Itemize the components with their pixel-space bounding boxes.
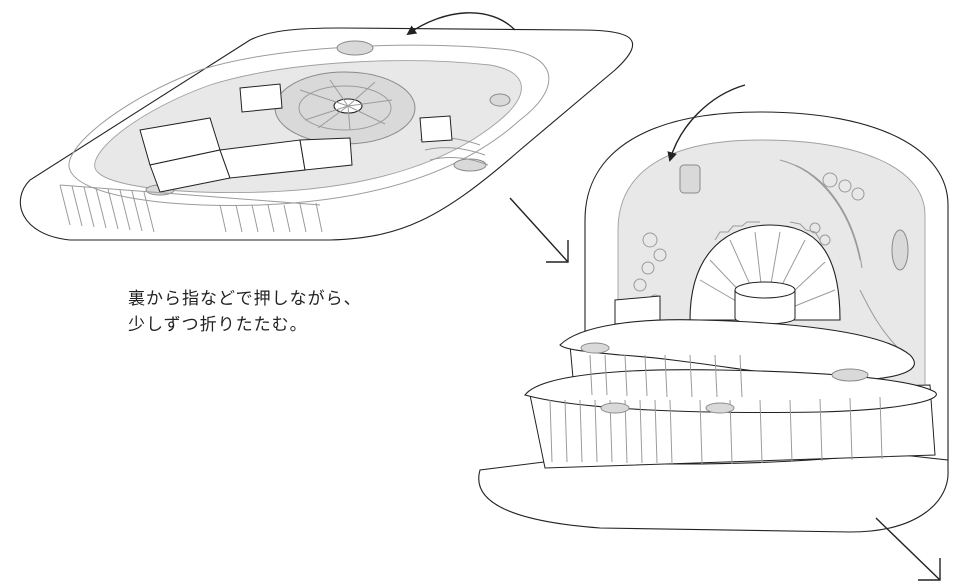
flat-fold-arrow [406, 12, 516, 36]
folded-model [478, 84, 949, 533]
tier-2-top [559, 319, 915, 381]
caption-line-1: 裏から指などで押しながら、 [128, 289, 362, 309]
dome-golgi [679, 164, 701, 194]
tier-organelle-3 [831, 368, 869, 382]
instruction-caption: 裏から指などで押しながら、 少しずつ折りたたむ。 [128, 286, 362, 338]
flat-cell-membrane [68, 44, 550, 206]
dome-er [779, 159, 901, 351]
flat-organelle-1 [336, 40, 374, 56]
step-arrow-2 [875, 517, 941, 581]
tier-organelle-2 [705, 402, 735, 414]
tier-3-top [524, 369, 937, 414]
dome-fold-arrow [667, 84, 746, 162]
flat-nucleus-rays [299, 79, 393, 131]
tier-organelle-4 [580, 342, 610, 354]
nucleus-steps [714, 221, 821, 241]
tier-stripes [549, 354, 883, 465]
flat-nucleolus-ring [298, 85, 392, 131]
dome-mito-1 [891, 229, 909, 271]
nucleolus-top [734, 281, 796, 299]
step-arrow-1 [509, 197, 569, 263]
caption-line-2: 少しずつ折りたたむ。 [128, 315, 308, 335]
flat-tab-blocks [139, 83, 453, 193]
flat-sheet [19, 12, 634, 241]
flat-organelle-4 [489, 93, 511, 107]
flat-organelle-2 [453, 158, 487, 172]
flat-stair-edges [59, 184, 323, 233]
tier-organelle-1 [600, 402, 630, 414]
